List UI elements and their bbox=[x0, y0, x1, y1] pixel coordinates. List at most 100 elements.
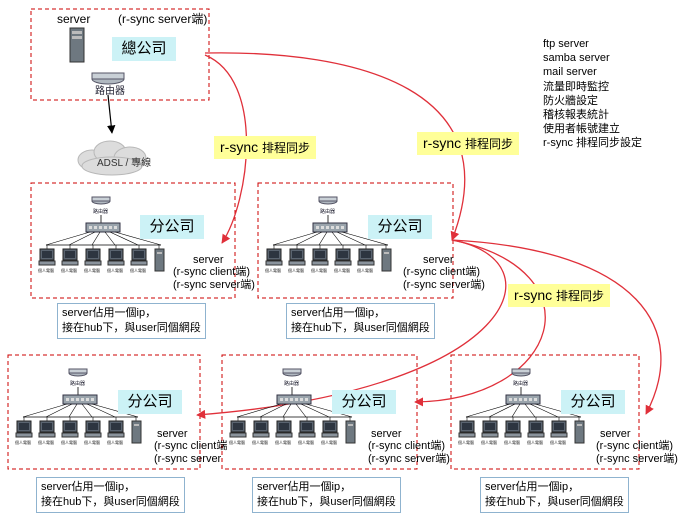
hub-port bbox=[91, 398, 94, 401]
pc-screen bbox=[256, 423, 266, 430]
router-label: 路由器 bbox=[93, 208, 108, 215]
hq-office-label: 總公司 bbox=[112, 37, 176, 61]
router-label: 路由器 bbox=[70, 380, 85, 387]
branch-network-2: 路由器個人電腦個人電腦個人電腦個人電腦個人電腦 bbox=[265, 196, 392, 273]
hq-router-label: 路由器 bbox=[95, 86, 125, 97]
hub-link bbox=[86, 403, 116, 418]
server-tower-icon bbox=[345, 420, 356, 444]
hub-link bbox=[114, 231, 162, 246]
pc-label: 個人電腦 bbox=[311, 267, 327, 273]
hub-link bbox=[104, 231, 116, 246]
branch-note-line: 接在hub下，與user同個網段 bbox=[41, 496, 180, 508]
pc-label: 個人電腦 bbox=[107, 439, 123, 445]
hub-icon bbox=[276, 394, 312, 405]
hub-icon bbox=[505, 394, 541, 405]
pc-screen bbox=[315, 251, 325, 258]
router-icon bbox=[68, 368, 88, 374]
feature-item: samba server bbox=[543, 52, 610, 65]
hub-port bbox=[524, 398, 527, 401]
pc-screen bbox=[462, 423, 472, 430]
branch-note-line: server佔用一個ip， bbox=[291, 307, 386, 319]
pc-label: 個人電腦 bbox=[61, 267, 77, 273]
pc-screen bbox=[88, 423, 98, 430]
hq-rsync-label: (r-sync server端) bbox=[118, 12, 208, 26]
feature-item: 防火牆設定 bbox=[543, 94, 598, 107]
rsync-tag: r-sync 排程同步 bbox=[508, 284, 611, 307]
hub-port bbox=[529, 398, 532, 401]
pc-keyboard-icon bbox=[38, 260, 56, 266]
hub-icon bbox=[312, 222, 348, 233]
hub-port bbox=[316, 226, 319, 229]
feature-item: mail server bbox=[543, 66, 597, 79]
hub-link bbox=[336, 231, 366, 246]
hub-link bbox=[259, 403, 287, 418]
branch-office-label: 分公司 bbox=[561, 390, 625, 414]
branch2-to-branch5-arrow bbox=[451, 239, 662, 415]
pc-keyboard-icon bbox=[458, 432, 476, 438]
branch-server-label: server bbox=[600, 428, 631, 440]
router-icon bbox=[282, 368, 302, 374]
hub-link bbox=[529, 403, 559, 418]
hub-port bbox=[285, 398, 288, 401]
pc-screen bbox=[42, 423, 52, 430]
hub-port bbox=[109, 226, 112, 229]
hub-link bbox=[511, 403, 521, 418]
branch2-to-branch4-arrow bbox=[414, 239, 546, 407]
branch-client-label: (r-sync client端 bbox=[154, 440, 228, 452]
pc-screen bbox=[88, 251, 98, 258]
feature-item: 流量即時監控 bbox=[543, 80, 609, 93]
branch-box-4 bbox=[221, 354, 418, 470]
pc-screen bbox=[134, 251, 144, 258]
pc-label: 個人電腦 bbox=[130, 267, 146, 273]
adsl-cloud bbox=[77, 140, 147, 176]
pc-keyboard-icon bbox=[265, 260, 283, 266]
pc-keyboard-icon bbox=[130, 260, 148, 266]
pc-label: 個人電腦 bbox=[107, 267, 123, 273]
pc-screen bbox=[233, 423, 243, 430]
pc-label: 個人電腦 bbox=[84, 439, 100, 445]
pc-label: 個人電腦 bbox=[229, 439, 245, 445]
branch-box-1 bbox=[30, 182, 236, 299]
pc-screen bbox=[302, 423, 312, 430]
hub-port bbox=[94, 226, 97, 229]
pc-keyboard-icon bbox=[527, 432, 545, 438]
hub-port bbox=[114, 226, 117, 229]
hub-port bbox=[519, 398, 522, 401]
pc-keyboard-icon bbox=[84, 260, 102, 266]
branch-rsync-server-label: (r-sync server端) bbox=[368, 453, 450, 465]
branch2-to-branch3-arrow bbox=[196, 239, 507, 419]
server-tower-icon bbox=[131, 420, 142, 444]
branch-note: server佔用一個ip，接在hub下，與user同個網段 bbox=[286, 303, 435, 339]
hub-port bbox=[331, 226, 334, 229]
pc-keyboard-icon bbox=[504, 432, 522, 438]
hub-port bbox=[295, 398, 298, 401]
server-tower-icon bbox=[154, 248, 165, 272]
hub-port bbox=[104, 226, 107, 229]
branch-note: server佔用一個ip，接在hub下，與user同個網段 bbox=[36, 477, 185, 513]
pc-label: 個人電腦 bbox=[298, 439, 314, 445]
hub-icon bbox=[62, 394, 98, 405]
rsync-tag-sub: 排程同步 bbox=[262, 141, 311, 155]
pc-screen bbox=[111, 251, 121, 258]
hub-port bbox=[326, 226, 329, 229]
pc-screen bbox=[42, 251, 52, 258]
hub-icon bbox=[85, 222, 121, 233]
hub-link bbox=[305, 403, 353, 418]
hub-link bbox=[91, 403, 139, 418]
server-tower-icon bbox=[381, 248, 392, 272]
hub-port bbox=[290, 398, 293, 401]
hq-server-icon bbox=[69, 27, 85, 63]
branch-client-label: (r-sync client端) bbox=[403, 266, 481, 278]
hub-link bbox=[22, 403, 68, 418]
pc-keyboard-icon bbox=[288, 260, 306, 266]
pc-label: 個人電腦 bbox=[527, 439, 543, 445]
branch-note: server佔用一個ip，接在hub下，與user同個網段 bbox=[57, 303, 206, 339]
branch-rsync-server-label: (r-sync server端) bbox=[403, 279, 485, 291]
branch-client-label: (r-sync client端) bbox=[173, 266, 251, 278]
pc-label: 個人電腦 bbox=[288, 267, 304, 273]
hub-link bbox=[300, 403, 330, 418]
pc-label: 個人電腦 bbox=[252, 439, 268, 445]
hub-link bbox=[295, 231, 323, 246]
pc-keyboard-icon bbox=[229, 432, 247, 438]
